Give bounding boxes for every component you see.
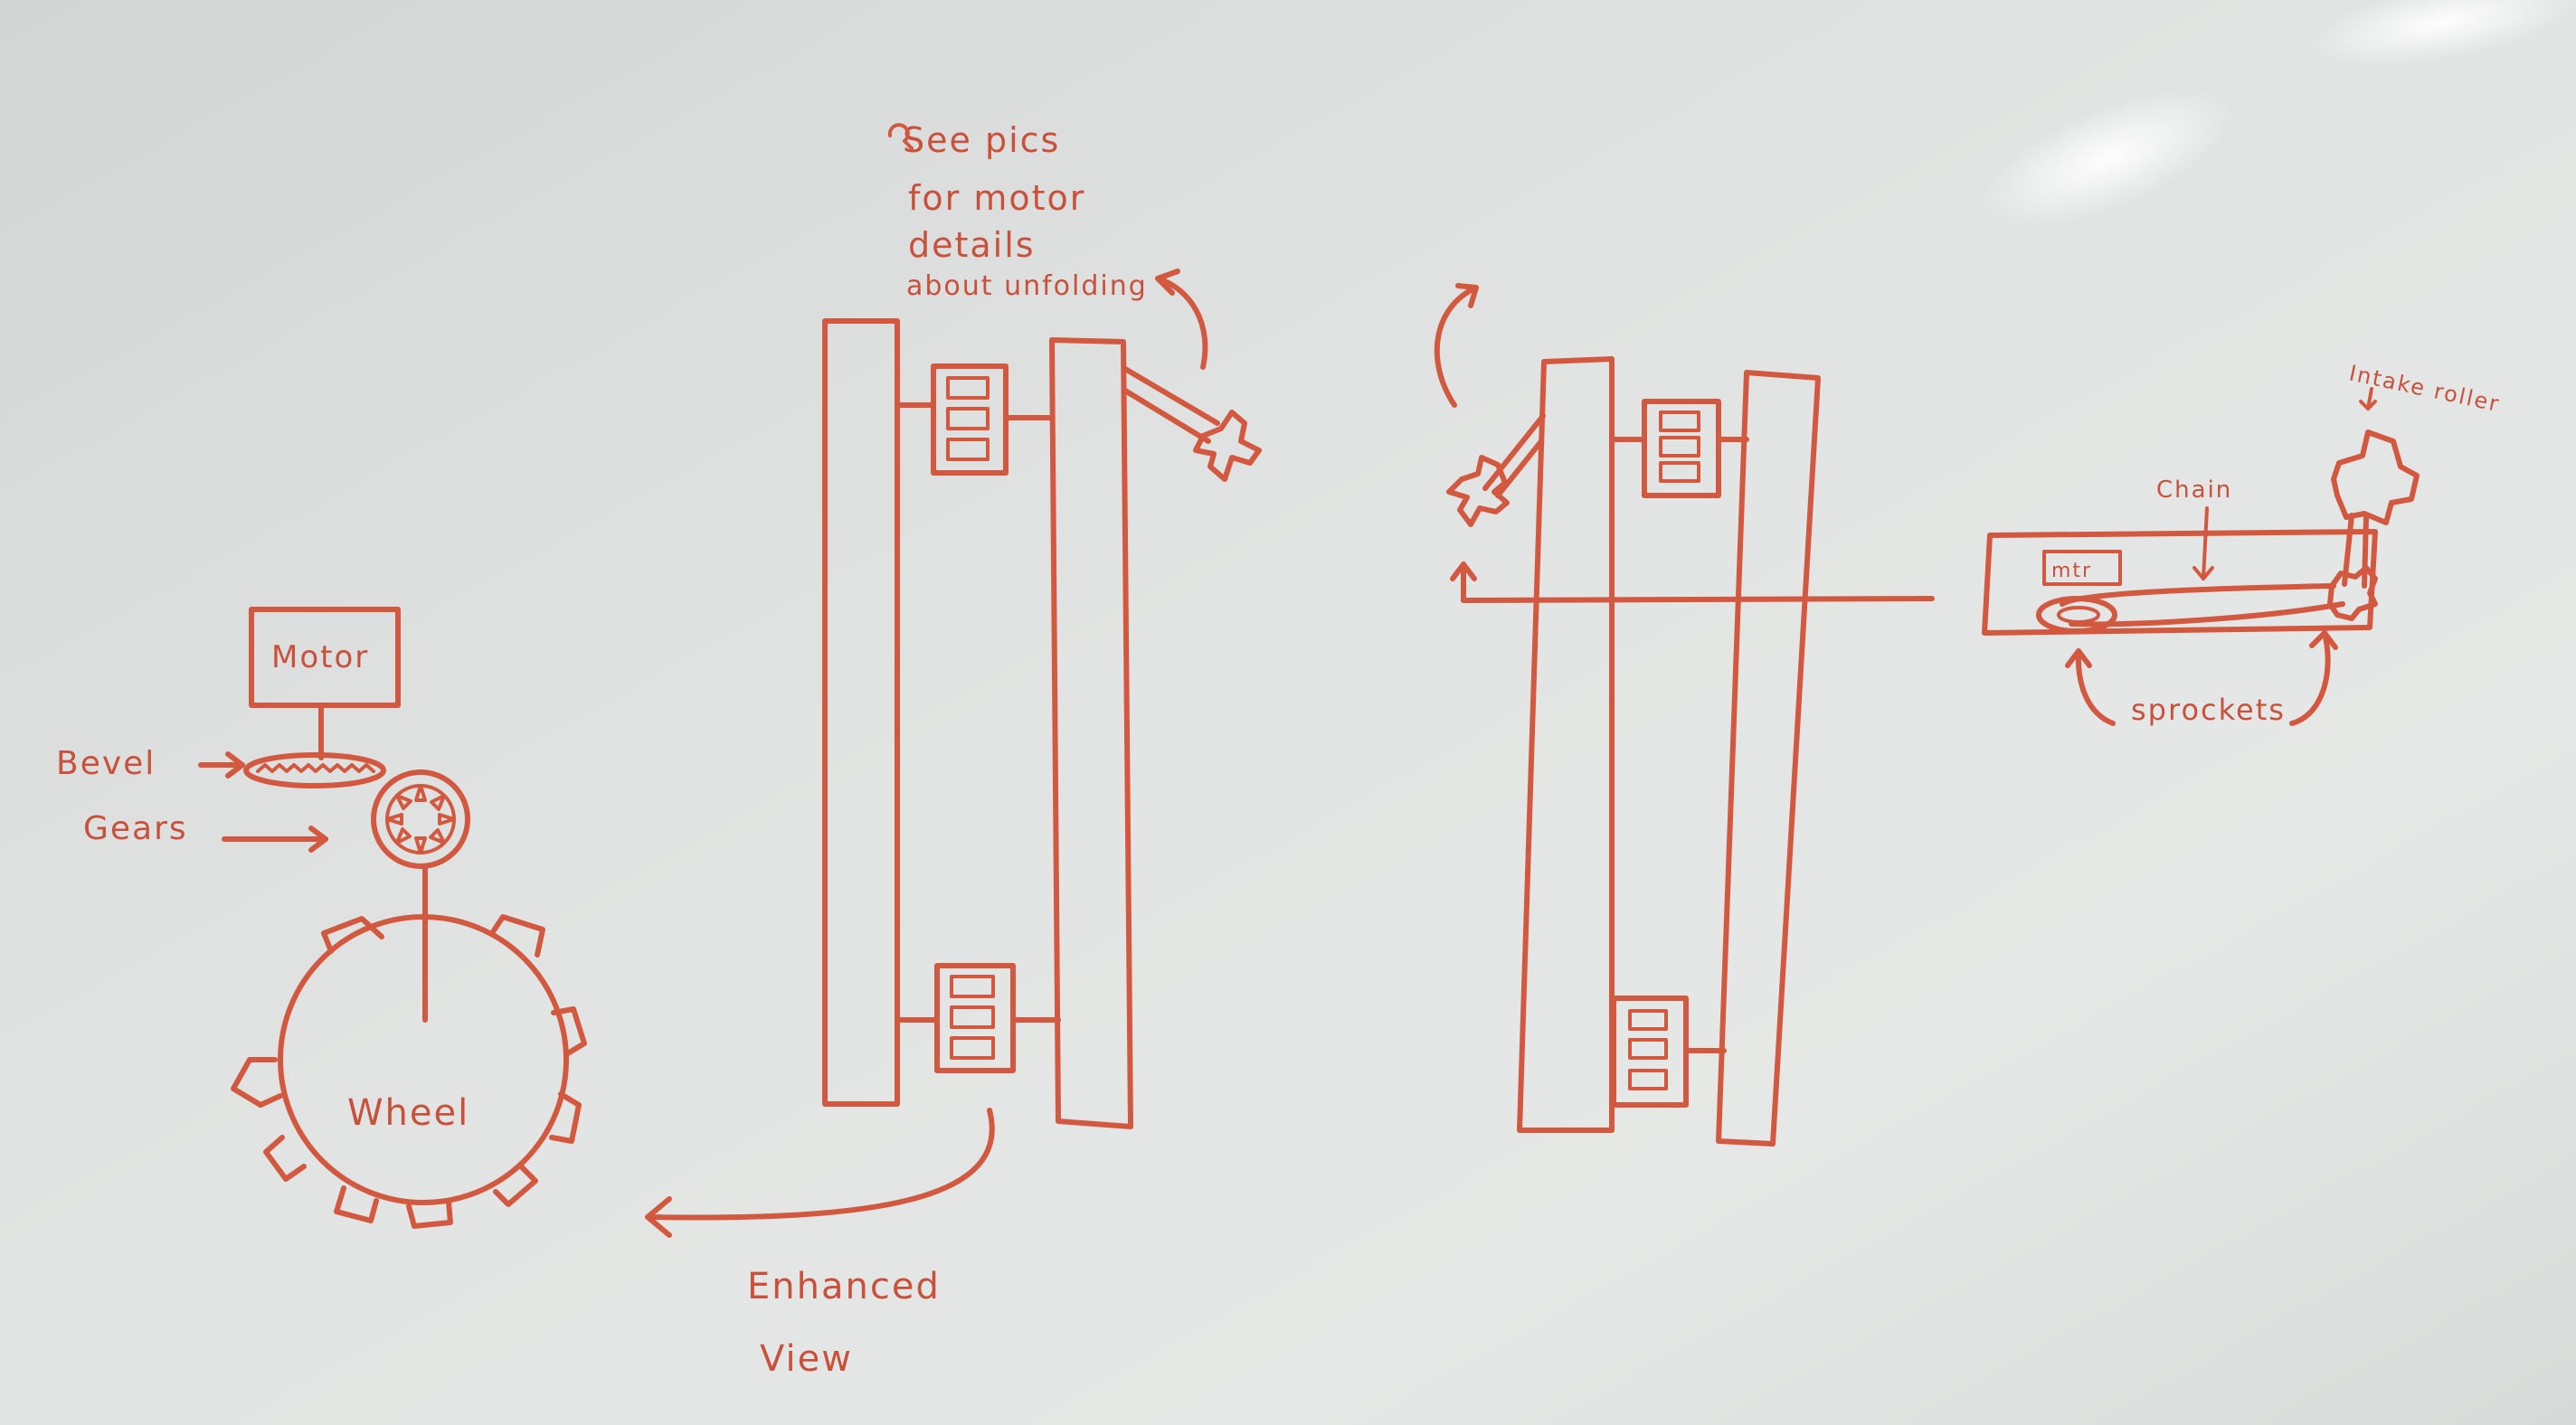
bevel-label: Bevel xyxy=(56,745,156,782)
details-label: details xyxy=(908,225,1036,265)
see-pics-label: See pics xyxy=(903,120,1060,160)
view-label: View xyxy=(760,1338,853,1380)
for-motor-label: for motor xyxy=(908,178,1085,218)
enhanced-label: Enhanced xyxy=(747,1266,941,1307)
gears-label: Gears xyxy=(83,810,188,847)
mtr-label: mtr xyxy=(2051,560,2092,582)
motor-label: Motor xyxy=(271,639,369,675)
about-unfolding-label: about unfolding xyxy=(906,270,1148,302)
sprockets-label: sprockets xyxy=(2131,693,2286,727)
chain-label: Chain xyxy=(2156,477,2232,504)
wheel-label: Wheel xyxy=(347,1092,469,1134)
